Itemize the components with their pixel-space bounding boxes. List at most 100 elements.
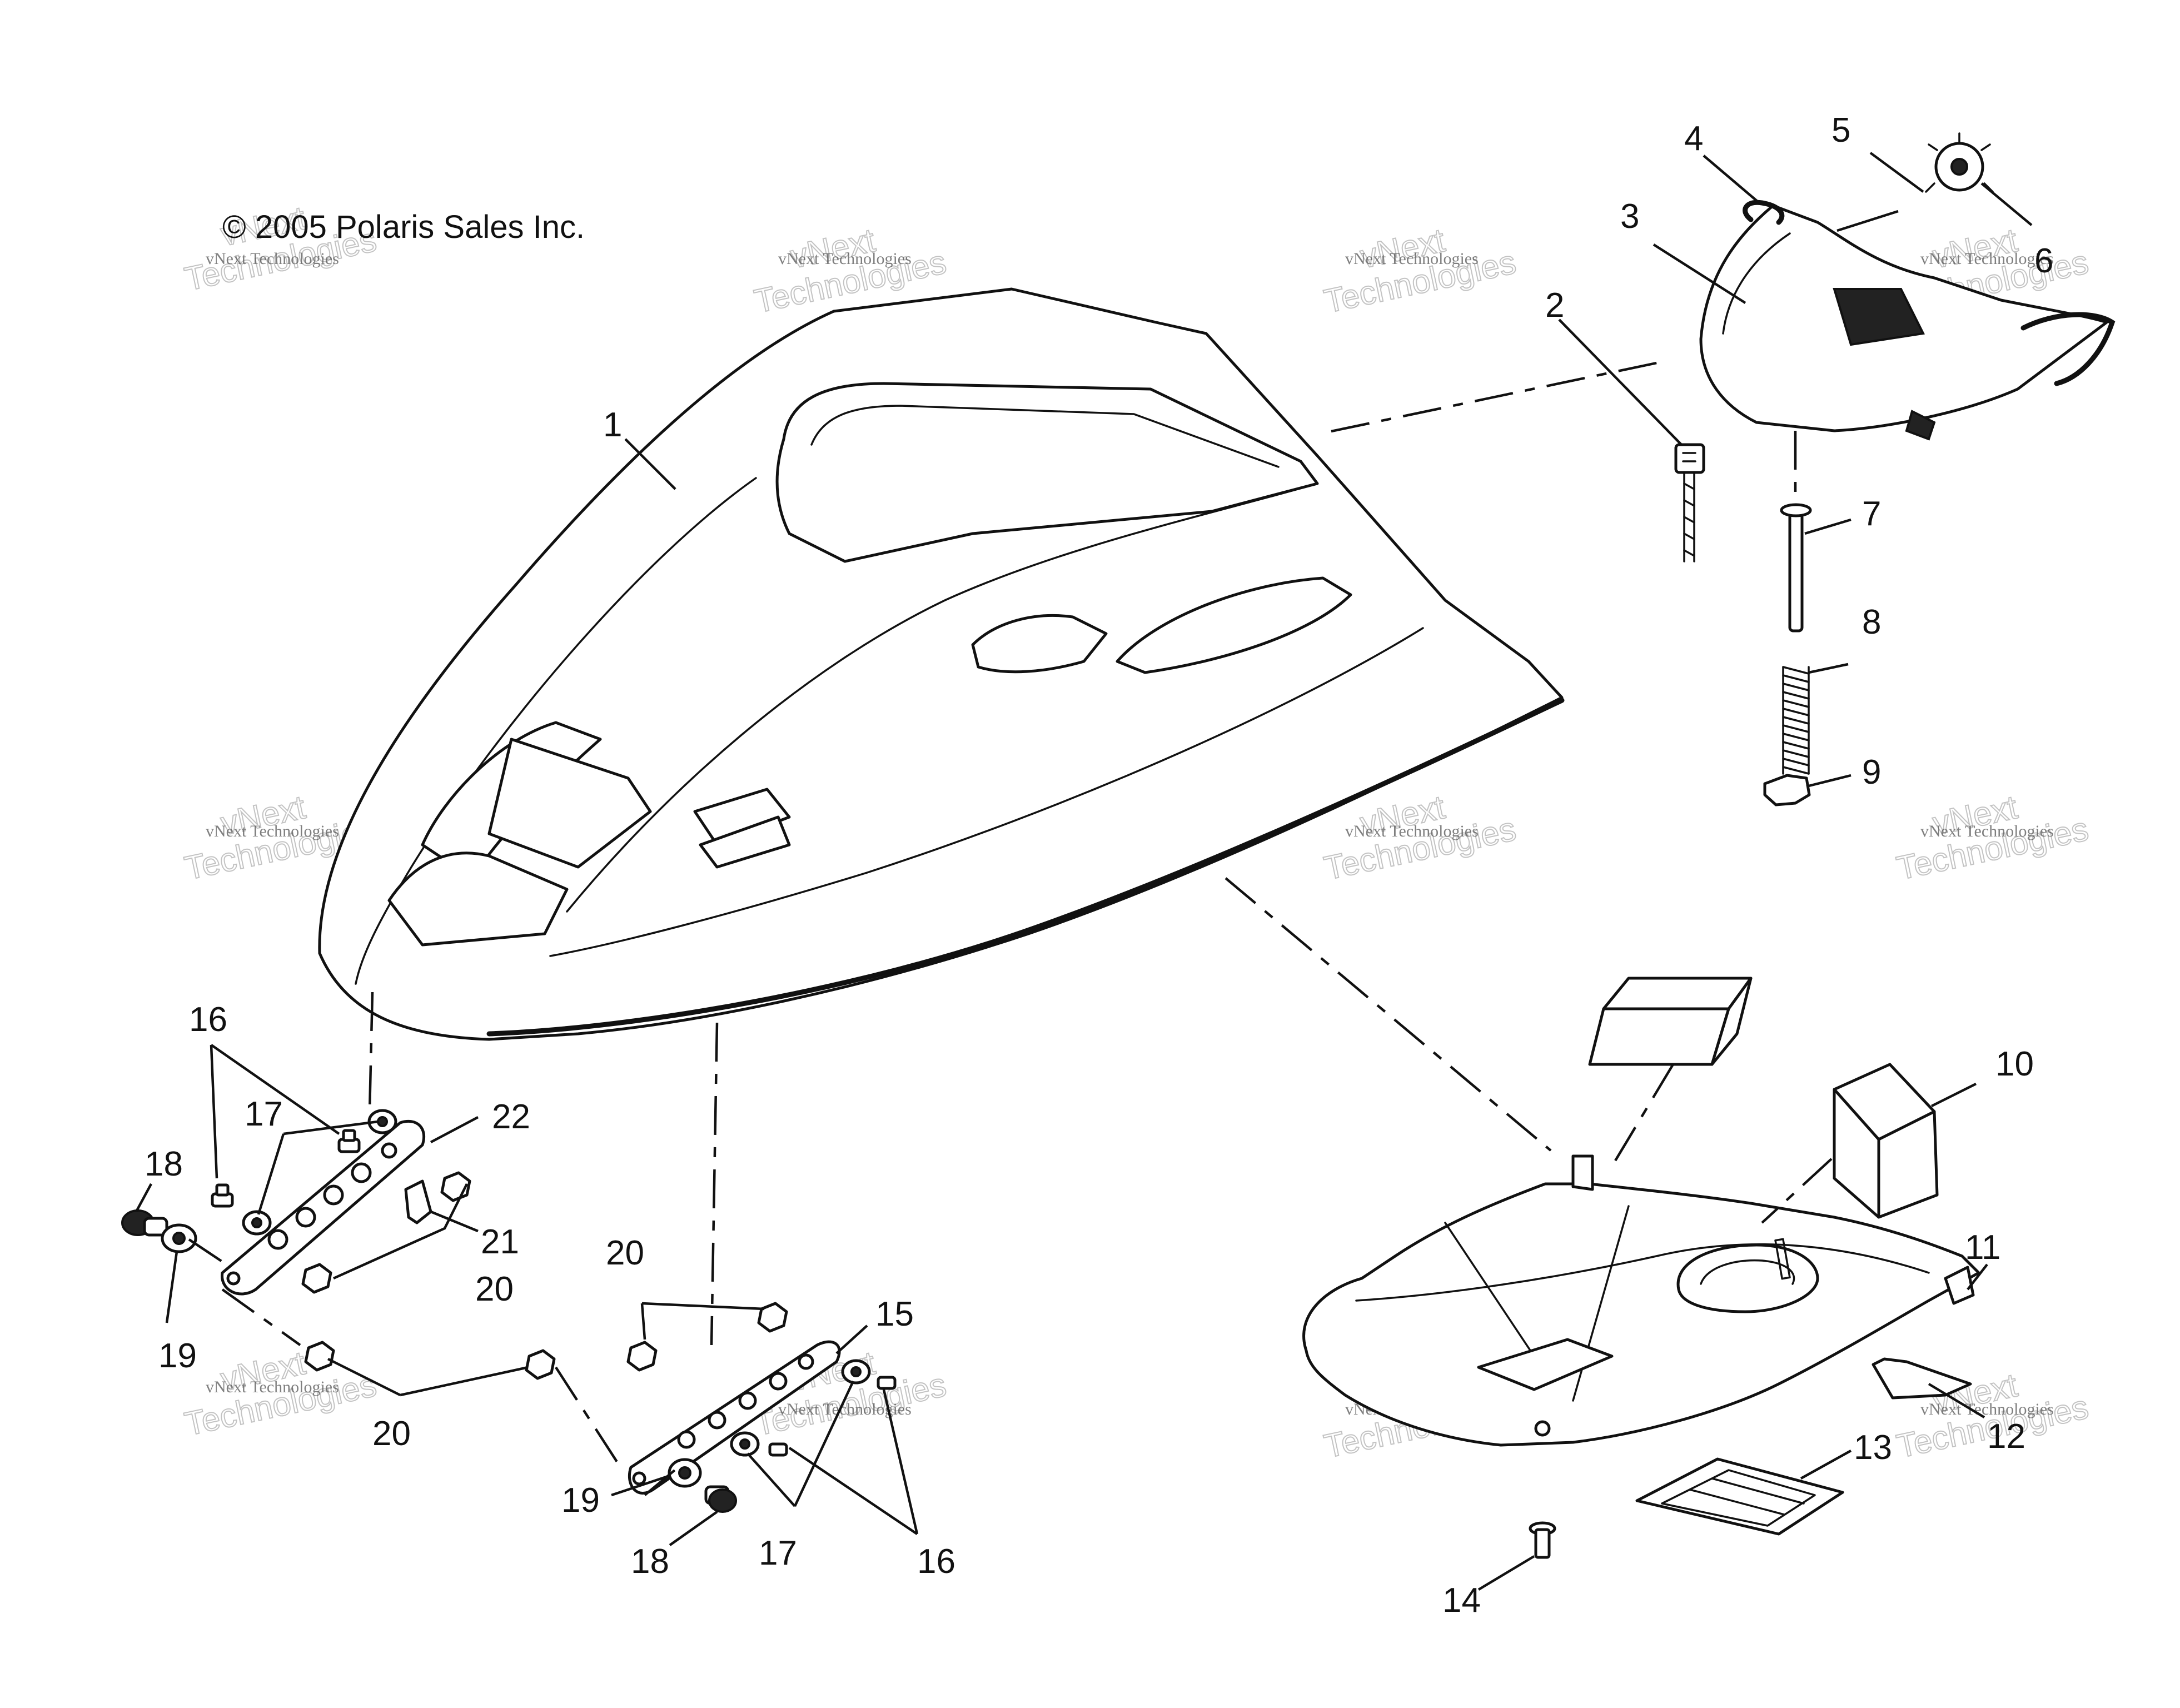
assembly-line-foam-tray bbox=[1614, 1063, 1674, 1163]
callout-6: 6 bbox=[2034, 242, 2053, 280]
nut-20-right-a bbox=[626, 1341, 658, 1372]
decal-part-12 bbox=[1872, 1357, 1972, 1400]
callout-9: 9 bbox=[1862, 753, 1881, 791]
leader-9 bbox=[1806, 774, 1851, 788]
assembly-line-grommet-bracket bbox=[188, 1238, 223, 1263]
bracket-left-hole-5 bbox=[381, 1142, 397, 1159]
hood-vent-lower bbox=[387, 851, 569, 947]
gauge-housing-panel bbox=[1833, 288, 1925, 346]
callout-19-right: 19 bbox=[561, 1481, 600, 1520]
callout-4: 4 bbox=[1684, 119, 1703, 158]
gauge-part-5-6 bbox=[1925, 132, 1994, 193]
leader-lines bbox=[135, 152, 2033, 1591]
assembly-line-hood-tray bbox=[1225, 877, 1552, 1152]
leader-6 bbox=[1980, 182, 2033, 226]
hardware-right bbox=[626, 1302, 897, 1513]
leader-14 bbox=[1477, 1555, 1535, 1591]
hood-bottom-edge bbox=[486, 698, 1565, 1037]
foam-block-front bbox=[1588, 1007, 1730, 1066]
screw-16-right-a bbox=[877, 1376, 897, 1390]
callout-16-left: 16 bbox=[189, 1000, 227, 1039]
mat-grid bbox=[1661, 1469, 1816, 1527]
foam-block-right-side bbox=[1877, 1110, 1939, 1219]
tray-outline bbox=[1302, 1182, 1980, 1447]
hood-scoop-right bbox=[1116, 576, 1352, 674]
nut-20-left-b bbox=[301, 1263, 332, 1294]
leader-18b bbox=[669, 1511, 718, 1546]
leader-3 bbox=[1653, 243, 1746, 304]
grommet-19-right bbox=[668, 1458, 702, 1488]
callout-11: 11 bbox=[1965, 1228, 2000, 1267]
callout-12: 12 bbox=[1987, 1417, 2025, 1456]
pin-part-7 bbox=[1780, 503, 1812, 633]
tray-ridge-1 bbox=[1355, 1243, 1930, 1302]
nut-20-right-b bbox=[757, 1302, 788, 1333]
assembly-lines bbox=[188, 360, 1833, 1496]
hood-windshield-inner bbox=[810, 405, 1280, 468]
callout-17-right: 17 bbox=[759, 1534, 797, 1572]
assembly-line-foam-right-tray bbox=[1761, 1158, 1833, 1224]
callout-22: 22 bbox=[492, 1098, 530, 1136]
callout-19-left: 19 bbox=[158, 1337, 197, 1375]
tray-post bbox=[1571, 1154, 1594, 1191]
assembly-line-hood-left-bracket bbox=[368, 992, 374, 1112]
washer-17-right-b bbox=[730, 1431, 760, 1457]
pin-shaft bbox=[1788, 510, 1804, 633]
hood-side-line-right bbox=[549, 627, 1424, 957]
bracket-right-hole-end bbox=[632, 1471, 646, 1486]
leader-16a bbox=[210, 1044, 340, 1179]
hood-crest-line bbox=[566, 482, 1318, 913]
callout-8: 8 bbox=[1862, 603, 1881, 641]
watermark-text: vNext Technologies bbox=[778, 1400, 912, 1418]
gauge-housing-handle bbox=[2020, 312, 2116, 386]
knob-part-9 bbox=[1763, 774, 1811, 806]
spring-part-8 bbox=[1782, 666, 1810, 775]
leader-20c bbox=[327, 1357, 529, 1397]
switch-cable-texture bbox=[1683, 482, 1695, 557]
callout-2: 2 bbox=[1545, 286, 1564, 325]
leader-17b bbox=[746, 1381, 855, 1507]
leader-1 bbox=[624, 438, 676, 490]
leader-18a bbox=[135, 1183, 152, 1213]
screw-part-14 bbox=[1529, 1521, 1556, 1559]
bracket-right-hole-2 bbox=[708, 1411, 726, 1430]
leader-19b bbox=[611, 1474, 670, 1497]
leader-4b bbox=[1836, 210, 1899, 232]
bracket-part-15 bbox=[628, 1340, 841, 1495]
bracket-left-hole-3 bbox=[323, 1184, 344, 1206]
callout-15: 15 bbox=[875, 1295, 914, 1333]
bracket-left-hole-1 bbox=[267, 1229, 288, 1250]
washer-17-lower-left bbox=[242, 1210, 272, 1236]
callout-20-bottom: 20 bbox=[372, 1415, 411, 1453]
gauge-center bbox=[1950, 158, 1968, 176]
hood-windshield bbox=[775, 382, 1319, 563]
screw-16-upper-left bbox=[337, 1129, 361, 1153]
screw-shank bbox=[1534, 1528, 1551, 1559]
leader-8 bbox=[1808, 663, 1849, 674]
bracket-right-hole-5 bbox=[798, 1353, 814, 1370]
hood-scoop-center bbox=[971, 614, 1108, 674]
leader-2 bbox=[1558, 318, 1683, 446]
bracket-left-hole-4 bbox=[351, 1162, 372, 1183]
washer-17-right-a bbox=[841, 1359, 871, 1385]
tray-slot bbox=[1774, 1238, 1791, 1280]
clip-part-4 bbox=[1743, 200, 1785, 225]
leader-22 bbox=[430, 1116, 479, 1143]
callout-16-right: 16 bbox=[917, 1542, 955, 1581]
leader-12 bbox=[1928, 1383, 1985, 1418]
pin-head bbox=[1780, 503, 1812, 517]
leader-17a bbox=[257, 1120, 379, 1215]
tray-screw-hole bbox=[1534, 1420, 1551, 1437]
callout-17-left: 17 bbox=[245, 1095, 283, 1133]
leader-4 bbox=[1703, 155, 1760, 204]
assembly-line-left-bracket-nut bbox=[221, 1288, 301, 1346]
leader-10 bbox=[1930, 1082, 1977, 1108]
watermark-text: vNext Technologies bbox=[778, 250, 912, 268]
tray-ridge-2 bbox=[1444, 1222, 1546, 1374]
hood-intake-right bbox=[699, 815, 791, 869]
callout-20-center: 20 bbox=[606, 1234, 644, 1272]
bracket-left-body bbox=[221, 1119, 426, 1296]
assembly-line-hood-housing bbox=[1331, 360, 1665, 433]
